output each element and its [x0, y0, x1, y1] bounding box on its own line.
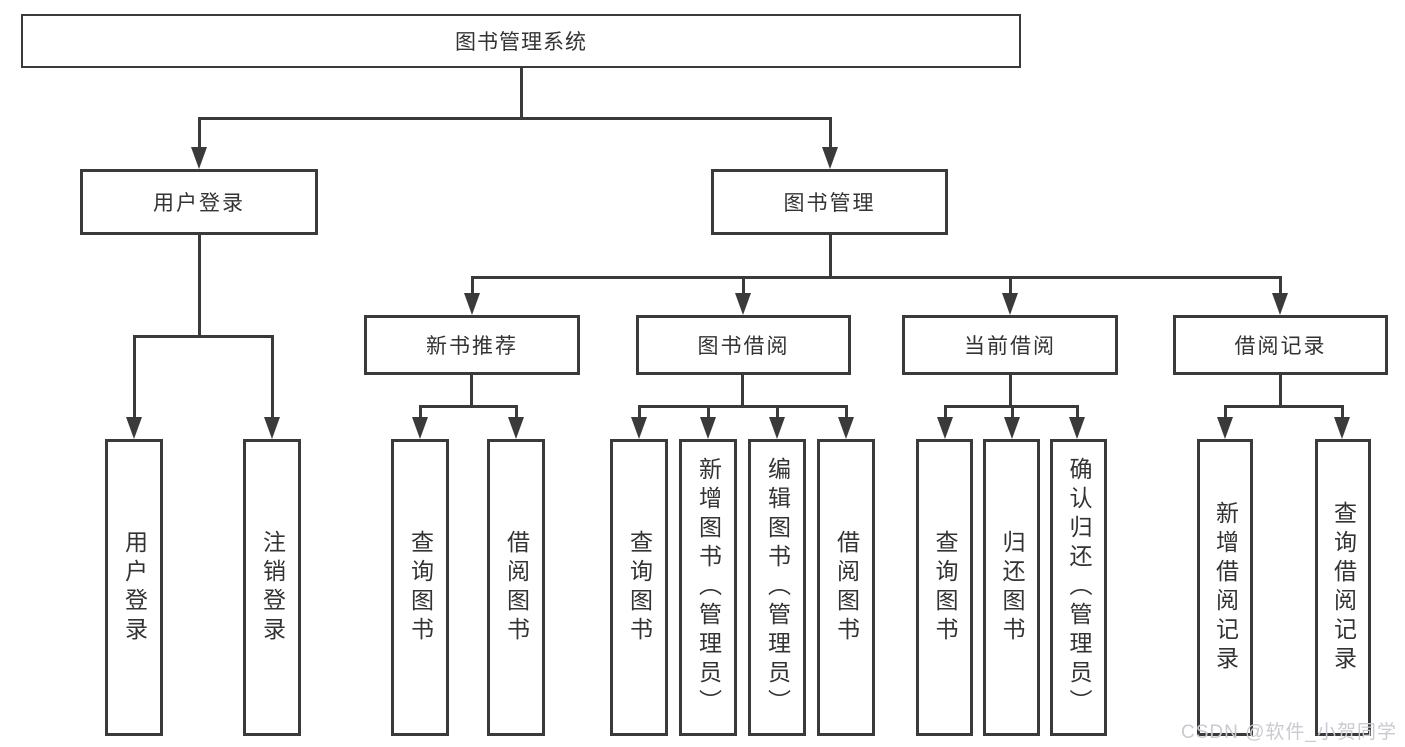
- arrow-down-icon: [631, 417, 647, 439]
- connector-vline: [742, 276, 745, 295]
- connector-vline: [944, 405, 947, 419]
- node-book-management: 图书管理: [711, 169, 948, 235]
- arrow-down-icon: [769, 417, 785, 439]
- node-borrow-books-borrow: 借阅图书: [817, 439, 875, 736]
- node-book-borrowing: 图书借阅: [636, 315, 851, 375]
- connector-vline: [1009, 375, 1012, 408]
- node-add-borrow-record: 新增借阅记录: [1197, 439, 1253, 736]
- arrow-down-icon: [1069, 417, 1085, 439]
- connector-vline: [419, 405, 422, 419]
- arrow-down-icon: [1217, 417, 1233, 439]
- connector-vline: [1341, 405, 1344, 419]
- connector-vline: [1011, 405, 1014, 419]
- arrow-down-icon: [735, 293, 751, 315]
- arrow-down-icon: [126, 417, 142, 439]
- connector-vline: [271, 335, 274, 419]
- connector-vline: [1279, 276, 1282, 295]
- connector-vline: [638, 405, 641, 419]
- arrow-down-icon: [1272, 293, 1288, 315]
- node-edit-book-admin: 编辑图书（管理员）: [748, 439, 806, 736]
- connector-hline: [1224, 405, 1343, 408]
- node-query-books-current: 查询图书: [916, 439, 973, 736]
- node-borrow-books-recommend: 借阅图书: [487, 439, 545, 736]
- arrow-down-icon: [937, 417, 953, 439]
- connector-hline: [133, 335, 274, 338]
- connector-vline: [520, 68, 523, 120]
- connector-hline: [471, 276, 1282, 279]
- arrow-down-icon: [508, 417, 524, 439]
- connector-hline: [419, 405, 518, 408]
- node-add-book-admin: 新增图书（管理员）: [679, 439, 737, 736]
- arrow-down-icon: [1002, 293, 1018, 315]
- connector-vline: [198, 235, 201, 338]
- arrow-down-icon: [264, 417, 280, 439]
- connector-vline: [829, 117, 832, 149]
- connector-vline: [776, 405, 779, 419]
- connector-vline: [198, 117, 201, 149]
- connector-hline: [199, 117, 832, 120]
- node-confirm-return-admin: 确认归还（管理员）: [1050, 439, 1107, 736]
- arrow-down-icon: [822, 147, 838, 169]
- connector-vline: [515, 405, 518, 419]
- connector-vline: [829, 235, 832, 279]
- node-user-login: 用户登录: [80, 169, 318, 235]
- connector-hline: [638, 405, 847, 408]
- node-library-management-system: 图书管理系统: [21, 14, 1021, 68]
- arrow-down-icon: [1004, 417, 1020, 439]
- arrow-down-icon: [838, 417, 854, 439]
- connector-vline: [1224, 405, 1227, 419]
- node-query-books-borrow: 查询图书: [610, 439, 668, 736]
- connector-vline: [133, 335, 136, 419]
- connector-vline: [1009, 276, 1012, 295]
- node-user-login-leaf: 用户登录: [105, 439, 163, 736]
- arrow-down-icon: [1334, 417, 1350, 439]
- arrow-down-icon: [700, 417, 716, 439]
- node-current-borrowing: 当前借阅: [902, 315, 1118, 375]
- connector-vline: [1076, 405, 1079, 419]
- arrow-down-icon: [464, 293, 480, 315]
- arrow-down-icon: [191, 147, 207, 169]
- connector-vline: [1279, 375, 1282, 408]
- connector-vline: [470, 375, 473, 408]
- node-return-books: 归还图书: [983, 439, 1040, 736]
- connector-vline: [471, 276, 474, 295]
- connector-vline: [741, 375, 744, 408]
- node-query-books-recommend: 查询图书: [391, 439, 449, 736]
- connector-vline: [707, 405, 710, 419]
- watermark-text: CSDN @软件_小贺同学: [1181, 722, 1397, 743]
- node-borrowing-records: 借阅记录: [1173, 315, 1388, 375]
- connector-vline: [845, 405, 848, 419]
- arrow-down-icon: [412, 417, 428, 439]
- node-new-book-recommendation: 新书推荐: [364, 315, 580, 375]
- node-query-borrow-record: 查询借阅记录: [1315, 439, 1371, 736]
- node-logout: 注销登录: [243, 439, 301, 736]
